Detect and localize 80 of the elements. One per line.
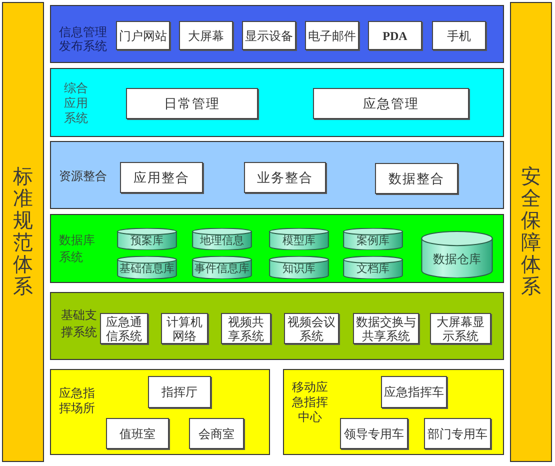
component-label: 领导专用车 — [344, 426, 404, 442]
component-box — [368, 21, 422, 50]
database-label: 预案库 — [130, 234, 164, 249]
layer-panel — [50, 5, 504, 63]
component-label: 业务整合 — [257, 168, 313, 187]
layer-panel — [283, 369, 504, 455]
component-box — [244, 162, 326, 193]
layer-panel — [50, 292, 504, 360]
layer-panel — [50, 369, 270, 455]
database-cylinder — [117, 228, 177, 250]
layer-panel — [50, 68, 504, 137]
component-label: 数据交换与共享系统 — [356, 314, 416, 342]
layer-title: 应急指挥场所 — [59, 386, 95, 416]
component-box — [161, 313, 208, 344]
component-box — [340, 418, 408, 449]
database-cylinder — [421, 231, 493, 278]
component-box — [106, 418, 169, 449]
component-box — [305, 21, 359, 50]
layer-panel — [50, 141, 504, 209]
database-cylinder — [343, 256, 403, 279]
database-label: 文档库 — [356, 262, 390, 278]
component-label: 应急指挥车 — [384, 384, 444, 401]
component-box — [313, 88, 469, 119]
component-label: 会商室 — [198, 426, 234, 442]
database-label: 模型库 — [282, 234, 316, 249]
component-box — [148, 376, 211, 408]
component-label: 门户网站 — [119, 28, 167, 44]
layer-title: 信息管理发布系统 — [59, 25, 107, 53]
pillar-title: 标准规范体系 — [13, 166, 33, 298]
component-label: 数据整合 — [388, 170, 444, 188]
database-label: 案例库 — [356, 234, 390, 249]
component-label: 应用整合 — [134, 168, 190, 187]
layer-title: 数据库系统 — [59, 232, 95, 266]
component-label: 视频会议系统 — [288, 314, 336, 342]
component-box — [242, 21, 296, 50]
database-cylinder — [269, 228, 329, 250]
component-label: 日常管理 — [164, 94, 220, 113]
database-cylinder — [343, 228, 403, 250]
component-label: 计算机网络 — [166, 314, 202, 342]
component-label: PDA — [382, 28, 408, 44]
database-cylinder — [192, 256, 252, 279]
side-pillar — [510, 2, 552, 462]
component-label: 应急管理 — [363, 94, 419, 113]
layer-title: 基础支撑系统 — [61, 307, 97, 341]
component-box — [424, 418, 491, 449]
layer-title: 移动应急指挥中心 — [292, 380, 328, 425]
side-pillar — [2, 2, 44, 462]
component-label: 部门专用车 — [428, 426, 488, 442]
component-label: 视频共享系统 — [228, 314, 264, 342]
database-label: 基础信息库 — [120, 262, 174, 278]
component-box — [126, 88, 258, 119]
component-label: 指挥厅 — [162, 384, 198, 401]
database-cylinder — [269, 256, 329, 279]
component-label: 大屏幕显示系统 — [436, 314, 484, 342]
component-box — [430, 313, 491, 344]
component-box — [179, 21, 233, 50]
component-box — [116, 21, 170, 50]
component-box — [375, 163, 458, 194]
component-label: 手机 — [447, 28, 471, 44]
component-box — [100, 313, 148, 344]
pillar-title: 安全保障体系 — [521, 166, 541, 298]
component-box — [120, 162, 203, 193]
component-box — [381, 376, 447, 408]
database-label: 知识库 — [282, 262, 316, 278]
component-label: 值班室 — [120, 426, 156, 442]
database-label: 事件信息库 — [194, 262, 250, 278]
database-cylinder — [117, 256, 177, 279]
database-label: 地理信息 — [200, 234, 244, 249]
component-box — [189, 418, 244, 449]
component-box — [432, 21, 486, 50]
component-label: 大屏幕 — [188, 28, 224, 44]
database-cylinder — [192, 228, 252, 250]
layer-panel — [50, 214, 504, 283]
component-box — [221, 313, 271, 344]
layer-title: 综合应用系统 — [64, 81, 88, 126]
component-label: 应急通信系统 — [106, 314, 142, 342]
database-label: 数据仓库 — [433, 250, 481, 268]
component-label: 显示设备 — [245, 28, 293, 44]
layer-title: 资源整合 — [59, 169, 107, 184]
component-label: 电子邮件 — [308, 28, 356, 44]
